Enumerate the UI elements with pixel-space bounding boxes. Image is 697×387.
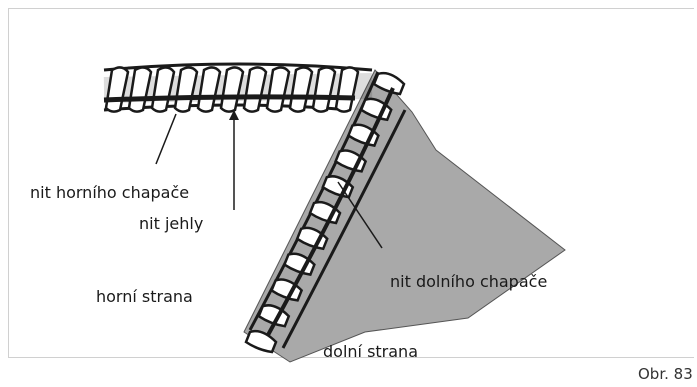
horizontal-loops xyxy=(106,67,358,111)
horizontal-stitch-chain xyxy=(104,64,372,112)
label-top-side: horní strana xyxy=(96,287,193,306)
horizontal-loop xyxy=(106,67,128,111)
horizontal-loop xyxy=(290,67,312,111)
label-lower-looper-thread: nit dolního chapače xyxy=(390,272,547,291)
horizontal-loop xyxy=(129,67,151,111)
label-needle-thread: nit jehly xyxy=(139,214,203,233)
label-bottom-side: dolní strana xyxy=(323,342,418,361)
figure-number: Obr. 83 xyxy=(638,365,693,383)
label-upper-looper-thread: nit horního chapače xyxy=(30,183,189,202)
pointer-upper-looper xyxy=(156,114,176,164)
